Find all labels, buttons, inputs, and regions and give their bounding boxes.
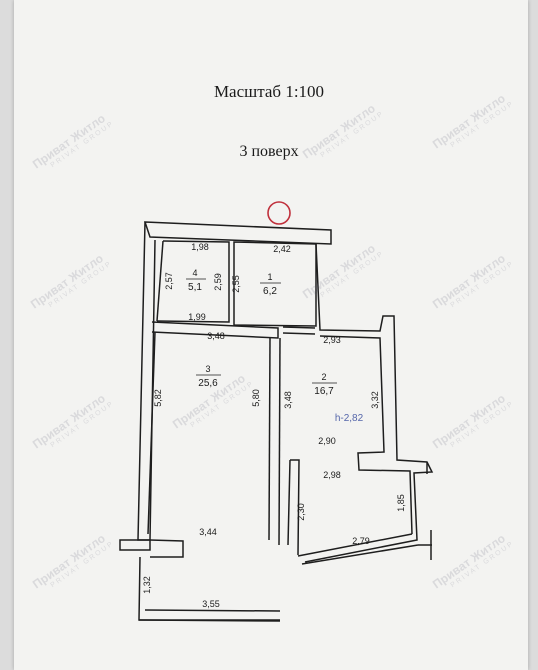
dim-r2-left: 3,48 — [283, 391, 293, 409]
dim-r3-bottom: 3,44 — [199, 527, 217, 537]
dim-r2-lower-right: 1,85 — [396, 494, 406, 512]
dim-r1-left: 2,55 — [231, 275, 241, 293]
dim-r4-left: 2,57 — [164, 272, 174, 290]
dim-r2-lower: 2,98 — [323, 470, 341, 480]
room-1-label: 1 6,2 — [260, 272, 281, 297]
svg-text:6,2: 6,2 — [263, 286, 277, 297]
svg-text:2: 2 — [321, 372, 326, 382]
dim-r3-left: 5,82 — [153, 389, 163, 407]
floor-label: 3 поверх — [239, 143, 299, 160]
dim-r2-top: 2,93 — [323, 335, 341, 345]
svg-text:16,7: 16,7 — [314, 386, 334, 397]
scale-label: Масштаб 1:100 — [213, 82, 325, 101]
svg-text:4: 4 — [192, 268, 197, 278]
dim-r3-right: 5,80 — [251, 389, 261, 407]
dim-r3-top: 3,48 — [207, 331, 225, 341]
svg-text:3: 3 — [205, 364, 210, 374]
dim-r4-bottom: 1,99 — [188, 312, 206, 322]
svg-text:25,6: 25,6 — [198, 378, 218, 389]
dim-r2-mid: 2,90 — [318, 436, 336, 446]
room-3-label: 3 25,6 — [196, 364, 221, 389]
stamp-circle-icon — [267, 201, 291, 225]
dim-r4-right: 2,59 — [213, 273, 223, 291]
svg-text:1: 1 — [267, 272, 272, 282]
svg-text:5,1: 5,1 — [188, 282, 202, 293]
dim-balcony-bottom: 3,55 — [202, 599, 220, 609]
document-sheet — [14, 0, 528, 670]
dim-balcony-left: 1,32 — [142, 576, 152, 594]
ceiling-height-note: h-2,82 — [335, 413, 364, 424]
room-4-label: 4 5,1 — [186, 268, 206, 293]
dim-r4-top: 1,98 — [191, 242, 209, 252]
walls — [119, 221, 434, 622]
dim-r2-bottom: 2,79 — [352, 536, 370, 546]
dim-r1-top: 2,42 — [273, 244, 291, 254]
dim-r2-right: 3,32 — [370, 391, 380, 409]
dim-r2-lower-left: 2,30 — [296, 503, 306, 521]
room-2-label: 2 16,7 — [312, 372, 337, 397]
